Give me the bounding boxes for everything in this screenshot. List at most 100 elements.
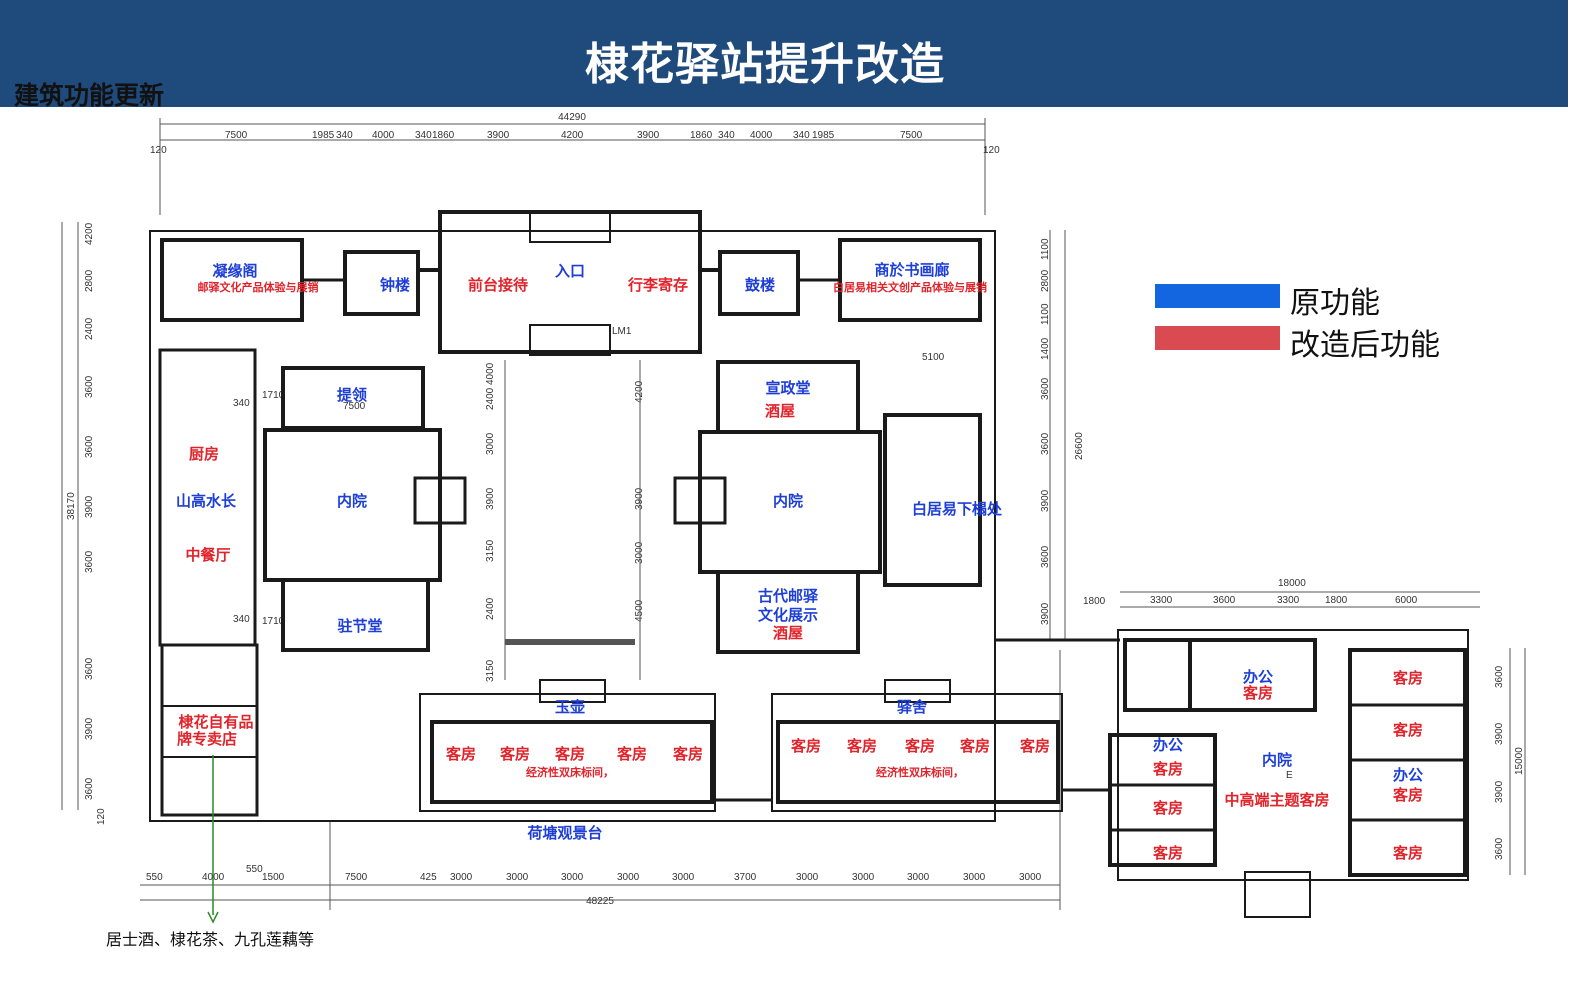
dim-top-seg: 120 — [150, 145, 167, 156]
dim-right-seg: 3600 — [1040, 545, 1051, 568]
dim-note: 1710 — [262, 390, 285, 401]
room-rukou: 入口 — [555, 262, 585, 280]
room-jingji-east: 经济性双床标间， — [876, 765, 964, 779]
room-zhongcan: 中餐厅 — [185, 546, 230, 564]
dim-left-seg: 2400 — [84, 317, 95, 340]
dim-bottom-total: 48225 — [586, 896, 614, 907]
room-kefang: 客房 — [904, 737, 935, 755]
dim-annex-seg: 3300 — [1277, 595, 1300, 606]
dim-top-seg: 1860 — [432, 130, 455, 141]
dim-left-seg: 3900 — [84, 495, 95, 518]
dim-mid-segments: 4000 2400 3000 3900 3150 2400 3150 — [485, 362, 496, 682]
dim-left-seg: 3600 — [84, 375, 95, 398]
room-baijuyi: 白居易下榻处 — [912, 500, 1003, 518]
room-bangong: 办公 — [1153, 736, 1183, 754]
room-xingli: 行李寄存 — [627, 276, 688, 294]
room-neiyuan-east: 内院 — [773, 492, 803, 510]
dim-top-seg: 1985 — [312, 130, 335, 141]
dim-bottom-segments: 550 4000 550 1500 7500 425 3000 3000 300… — [146, 864, 1042, 883]
room-neiyuan-west: 内院 — [337, 492, 367, 510]
dim-annex-seg: 1800 — [1325, 595, 1348, 606]
room-kefang: 客房 — [445, 745, 476, 763]
room-neiyuan-annex: 内院 — [1262, 751, 1292, 769]
room-kefang: 客房 — [1392, 721, 1423, 739]
dim-left-seg: 3600 — [84, 435, 95, 458]
dim-top-seg: 4000 — [372, 130, 395, 141]
dim-left-seg: 3600 — [84, 777, 95, 800]
dim-top-seg: 340 — [793, 130, 810, 141]
room-kefang: 客房 — [1019, 737, 1050, 755]
dim-right-total: 26600 — [1074, 432, 1085, 460]
dim-mid-seg: 3150 — [485, 659, 496, 682]
dim-annex-total: 18000 — [1278, 578, 1306, 589]
dim-top-seg: 120 — [983, 145, 1000, 156]
dim-bottom-seg: 3000 — [907, 872, 930, 883]
dim-bottom-seg: 3000 — [617, 872, 640, 883]
room-yuhu: 玉壶 — [555, 698, 585, 716]
dim-top-segments: 120 7500 1985 340 4000 340 1860 3900 420… — [150, 130, 1000, 156]
room-kefang: 客房 — [499, 745, 530, 763]
room-kefang: 客房 — [554, 745, 585, 763]
dim-bottom-seg: 3000 — [450, 872, 473, 883]
dim-note: 1710 — [262, 616, 285, 627]
dim-top-seg: 340 — [718, 130, 735, 141]
dim-top-seg: 4000 — [750, 130, 773, 141]
walls — [149, 210, 1469, 924]
room-gudai-1: 古代邮驿 — [758, 587, 819, 605]
dim-bottom-seg: 550 — [246, 864, 263, 875]
dim-mid-seg: 2400 — [485, 387, 496, 410]
dim-note: 1800 — [1083, 596, 1106, 607]
dim-left-seg: 4200 — [84, 222, 95, 245]
dim-mid-seg: 3150 — [485, 539, 496, 562]
room-jiuwu-2: 酒屋 — [773, 624, 803, 642]
dim-annex: 18000 3300 3600 3300 1800 6000 3600 3900… — [1150, 578, 1525, 860]
room-ningyuange: 凝缘阁 — [212, 262, 257, 280]
section-subtitle: 建筑功能更新 — [14, 81, 165, 110]
dim-top-seg: 7500 — [225, 130, 248, 141]
dim-top-seg: 3900 — [637, 130, 660, 141]
dim-bottom-seg: 550 — [146, 872, 163, 883]
room-jiuwu-1: 酒屋 — [765, 402, 795, 420]
dim-top-seg: 3900 — [487, 130, 510, 141]
room-xuanzheng: 宣政堂 — [765, 379, 810, 397]
dim-bottom-seg: 1500 — [262, 872, 285, 883]
room-zhonggao: 中高端主题客房 — [1224, 791, 1329, 809]
dim-left-seg: 3600 — [84, 657, 95, 680]
dim-right-seg: 1100 — [1040, 303, 1051, 325]
room-zhonglou: 钟楼 — [380, 276, 410, 294]
dim-annex-seg: 3600 — [1213, 595, 1236, 606]
dim-left-seg: 2800 — [84, 269, 95, 292]
dim-note: 340 — [233, 398, 250, 409]
room-ningyuange-new: 邮驿文化产品体验与展销 — [198, 280, 319, 294]
dim-right-seg: 3600 — [1040, 432, 1051, 455]
dim-left-total: 38170 — [66, 492, 77, 520]
dim-left-segments: 38170 4200 2800 2400 3600 3600 3900 3600… — [66, 222, 107, 825]
room-kefang: 客房 — [846, 737, 877, 755]
room-kefang: 客房 — [1152, 799, 1183, 817]
room-tiling: 提领 — [337, 386, 367, 404]
dim-right-seg: 1400 — [1040, 337, 1051, 360]
legend-swatch-original — [1155, 284, 1280, 308]
dim-note: 340 — [233, 614, 250, 625]
dim-annex-seg: 6000 — [1395, 595, 1418, 606]
room-yishe: 驿舍 — [897, 698, 928, 716]
dim-note: 7500 — [343, 401, 366, 412]
dim-bottom-seg: 3000 — [852, 872, 875, 883]
room-jingji-west: 经济性双床标间， — [526, 765, 614, 779]
room-kefang: 客房 — [1152, 844, 1183, 862]
dim-bottom-seg: 3000 — [506, 872, 529, 883]
dim-right-seg: 1100 — [1040, 238, 1051, 260]
legend-label-original: 原功能 — [1290, 286, 1380, 321]
dim-left-seg: 3900 — [84, 717, 95, 740]
dim-bottom-seg: 3700 — [734, 872, 757, 883]
dim-mid-seg: 3000 — [485, 432, 496, 455]
dim-bottom-seg: 3000 — [963, 872, 986, 883]
dim-annex-seg: 3300 — [1150, 595, 1173, 606]
room-zhujie: 驻节堂 — [337, 617, 382, 635]
dim-bottom-seg: 7500 — [345, 872, 368, 883]
room-kefang: 客房 — [1392, 786, 1423, 804]
dim-mid-seg: 4000 — [485, 362, 496, 385]
room-kefang: 客房 — [1242, 684, 1273, 702]
room-kefang: 客房 — [1152, 760, 1183, 778]
room-kefang: 客房 — [959, 737, 990, 755]
